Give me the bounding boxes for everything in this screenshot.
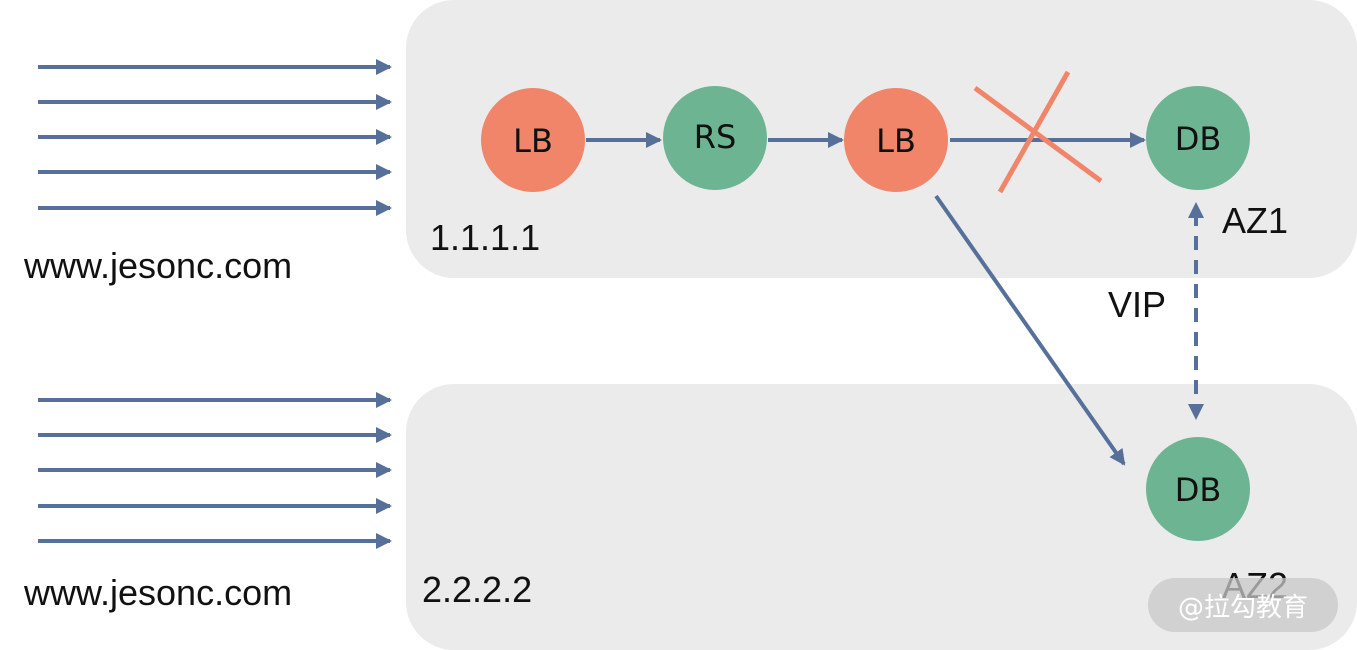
node-label: LB (876, 122, 916, 160)
node-lb1: LB (481, 88, 585, 192)
az1-label: AZ1 (1222, 200, 1289, 241)
node-db-az2: DB (1146, 437, 1250, 541)
node-lb2: LB (844, 88, 948, 192)
domain-label-top: www.jesonc.com (24, 245, 293, 286)
node-label: LB (513, 122, 553, 160)
ip-label-az2: 2.2.2.2 (422, 569, 533, 610)
incoming-traffic-bottom (38, 392, 392, 549)
incoming-traffic-top (38, 59, 392, 216)
failure-cross-icon (973, 70, 1103, 194)
watermark-badge: @拉勾教育 (1148, 578, 1338, 632)
node-label: DB (1175, 471, 1222, 509)
vip-arrowhead-down (1188, 404, 1204, 420)
node-rs: RS (663, 86, 767, 190)
node-label: RS (694, 118, 737, 156)
edge-lb2-db-az2 (934, 194, 1126, 466)
ip-label-az1: 1.1.1.1 (430, 217, 541, 258)
domain-label-bottom: www.jesonc.com (24, 572, 293, 613)
vip-label: VIP (1108, 284, 1167, 325)
node-db-az1: DB (1146, 86, 1250, 190)
vip-arrowhead-up (1188, 202, 1204, 218)
node-label: DB (1175, 120, 1222, 158)
